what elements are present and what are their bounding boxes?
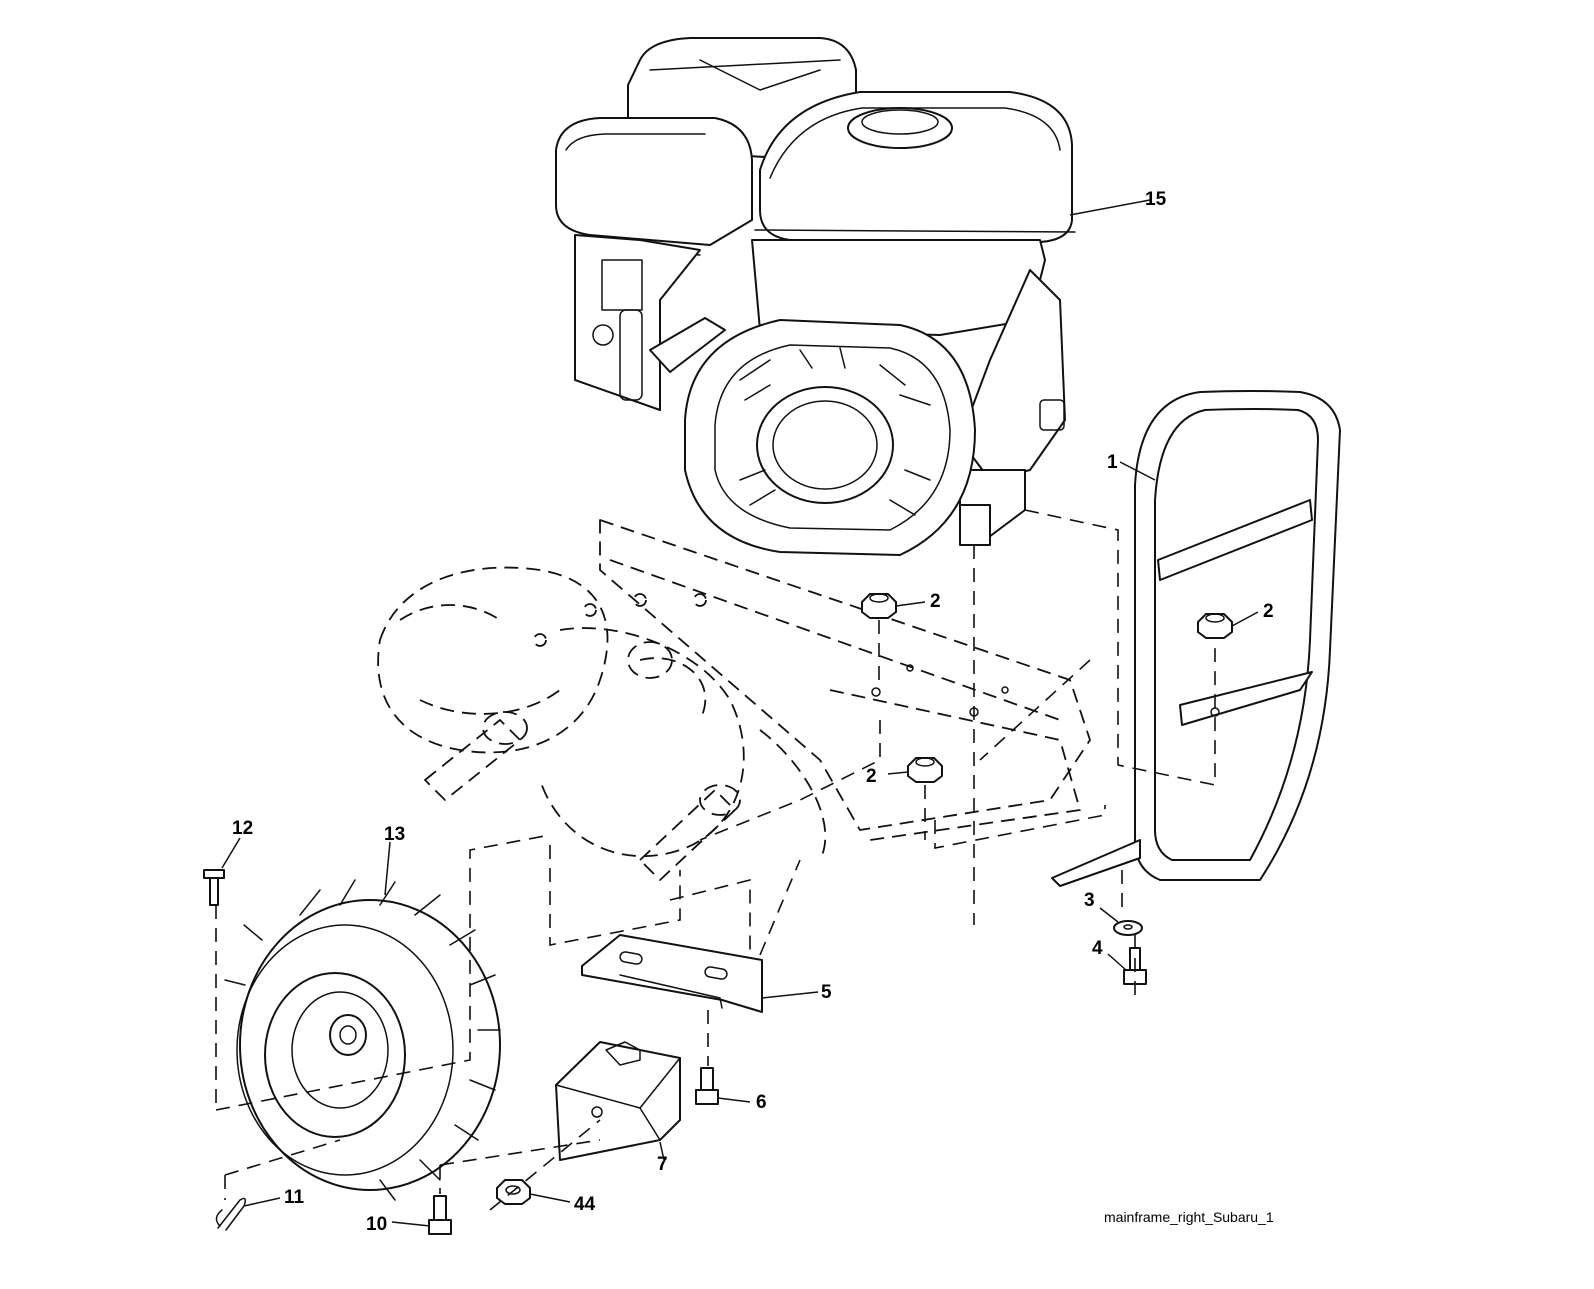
diagram-caption: mainframe_right_Subaru_1 [1104, 1209, 1274, 1225]
leader-lines [221, 199, 1259, 1227]
callout-1: 1 [1107, 452, 1118, 473]
callout-12: 12 [232, 818, 253, 839]
callout-3: 3 [1084, 890, 1095, 911]
callout-2-right: 2 [1263, 601, 1274, 622]
callout-4: 4 [1092, 938, 1103, 959]
tiller-frame-phantom [377, 519, 1091, 881]
callout-11: 11 [284, 1187, 305, 1208]
callout-10: 10 [366, 1214, 387, 1235]
callout-7: 7 [657, 1154, 668, 1175]
wheel [224, 879, 501, 1201]
callout-2-lower: 2 [866, 766, 877, 787]
mounting-plate [581, 934, 763, 1013]
hardware [203, 593, 1233, 1235]
callout-44: 44 [574, 1194, 596, 1215]
callouts: 15 1 2 2 2 3 4 5 6 7 10 11 12 13 44 [232, 189, 1274, 1235]
assembly-lines [215, 509, 1216, 1211]
callout-13: 13 [384, 824, 405, 845]
callout-15: 15 [1145, 189, 1167, 210]
engine [555, 37, 1076, 556]
weight-block [555, 1041, 681, 1161]
callout-5: 5 [821, 982, 832, 1003]
callout-6: 6 [756, 1092, 767, 1113]
bumper-bracket [1051, 390, 1341, 887]
callout-2-upper: 2 [930, 591, 941, 612]
